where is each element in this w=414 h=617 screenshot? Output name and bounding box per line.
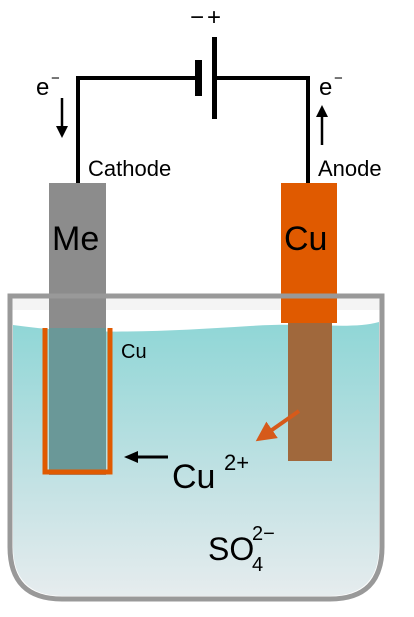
cathode-metal-symbol: Me [52, 220, 99, 258]
anode-label: Anode [318, 156, 382, 181]
anode-rod [281, 183, 337, 323]
copper-deposit-label: Cu [121, 341, 147, 363]
copper-ion-charge: 2+ [224, 450, 249, 475]
copper-deposit-layer [42, 328, 113, 475]
electron-label-left: e − [36, 70, 60, 101]
electron-label-right: e − [319, 70, 343, 101]
battery-minus-sign: − [190, 4, 204, 31]
vessel [7, 293, 385, 602]
cathode-submerged-part [49, 328, 106, 473]
sulfate-ion-label: SO 4 2− [208, 523, 275, 576]
battery-plus-sign: + [207, 4, 221, 31]
battery-icon [195, 37, 217, 119]
electron-left-charge: − [51, 70, 60, 87]
copper-dissolution-arrow-icon [255, 409, 301, 442]
sulfate-ion-subscript: 4 [252, 554, 263, 576]
sulfate-ion-symbol: SO [208, 531, 254, 567]
cathode-label: Cathode [88, 156, 171, 181]
copper-ion-symbol: Cu [172, 458, 215, 496]
electron-flow-up-arrow-icon [316, 105, 328, 145]
wire-right [216, 76, 310, 183]
anode-metal-symbol: Cu [284, 220, 327, 258]
sulfate-ion-charge: 2− [252, 523, 275, 545]
electron-right-charge: − [334, 70, 343, 87]
ion-migration-arrow-icon [124, 451, 168, 463]
electron-left-symbol: e [36, 74, 49, 101]
anode-submerged-part [288, 323, 332, 461]
electron-flow-down-arrow-icon [56, 98, 68, 138]
electron-right-symbol: e [319, 74, 332, 101]
copper-ion-label: Cu 2+ [172, 450, 249, 496]
wire-left [76, 76, 196, 183]
